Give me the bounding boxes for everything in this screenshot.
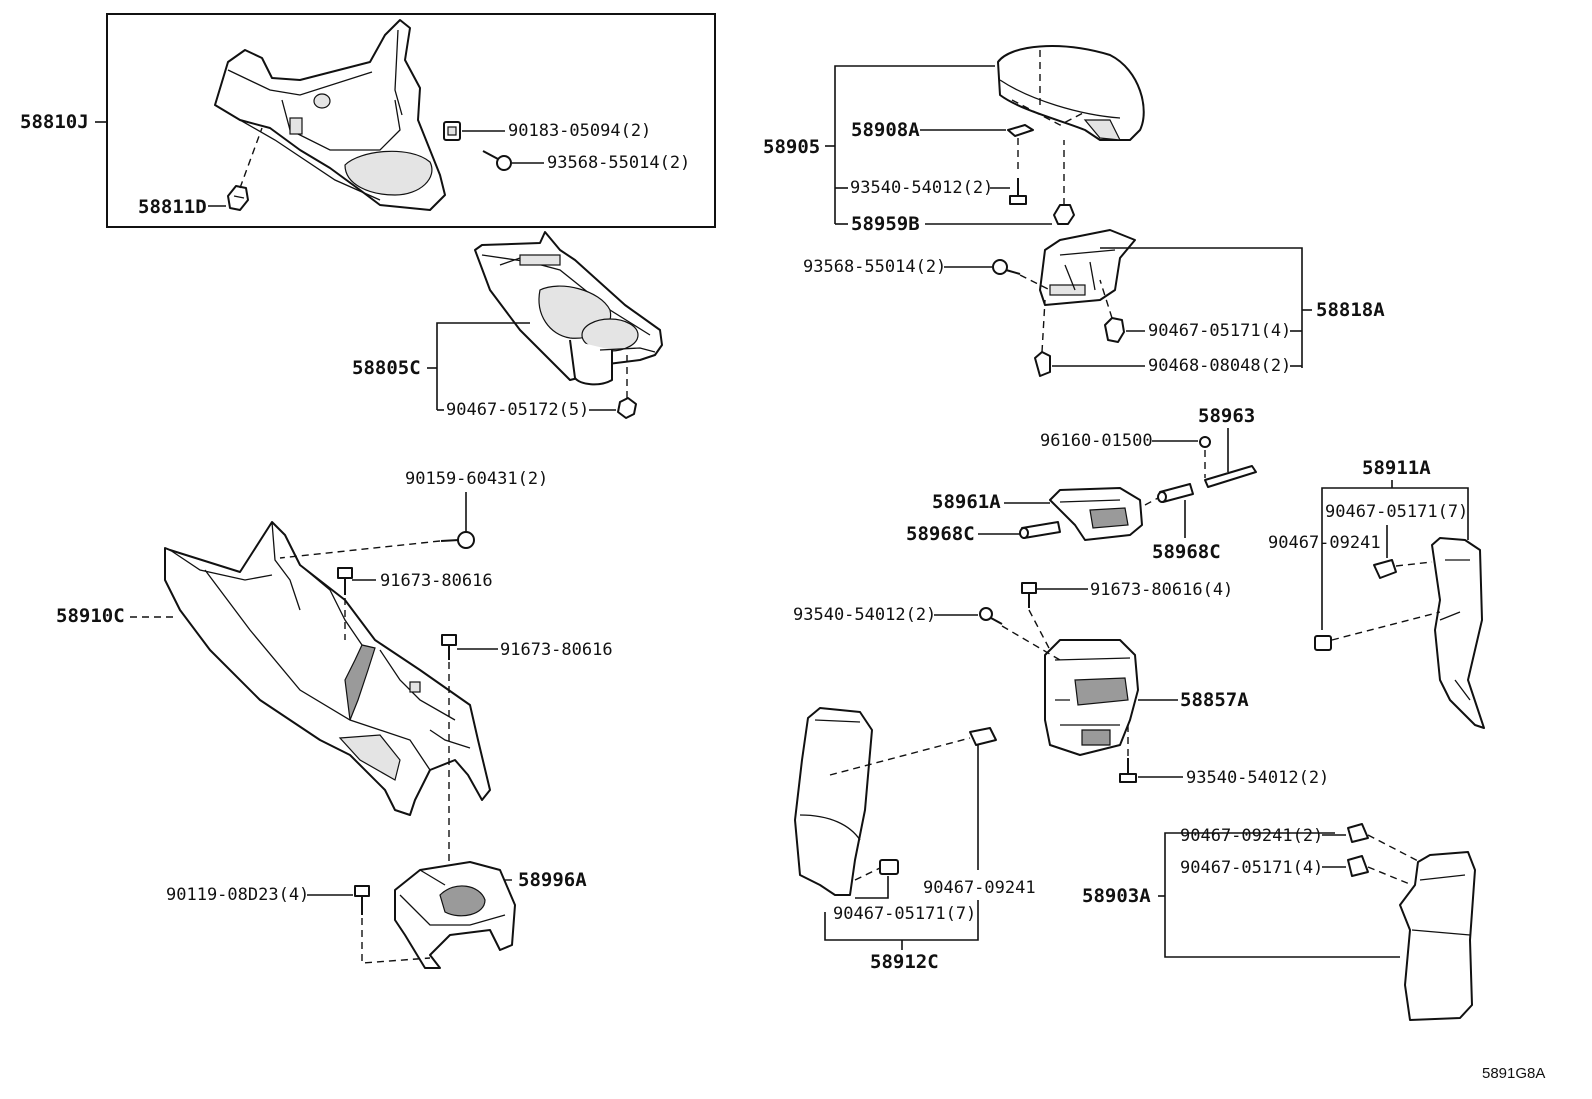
part-58811D-clip[interactable] xyxy=(227,185,249,211)
callout-93540-54012-mid[interactable]: 93540-54012(2) xyxy=(793,605,936,625)
callout-58903A[interactable]: 58903A xyxy=(1082,885,1151,907)
part-93540-54012-screw-mid[interactable] xyxy=(979,607,1003,625)
callout-58857A[interactable]: 58857A xyxy=(1180,689,1249,711)
callout-90467-05172[interactable]: 90467-05172(5) xyxy=(446,400,589,420)
callout-93568-55014-mid[interactable]: 93568-55014(2) xyxy=(803,257,946,277)
part-58905-armrest-lid[interactable] xyxy=(997,45,1145,141)
callout-90468-08048[interactable]: 90468-08048(2) xyxy=(1148,356,1291,376)
part-93540-54012-screw-low[interactable] xyxy=(1119,758,1137,783)
callout-58996A[interactable]: 58996A xyxy=(518,869,587,891)
callout-58910C[interactable]: 58910C xyxy=(56,605,125,627)
callout-90467-05171-4a[interactable]: 90467-05171(4) xyxy=(1148,321,1291,341)
part-58810J-upper-console-panel[interactable] xyxy=(214,19,446,211)
part-90119-08D23-bolt[interactable] xyxy=(354,885,370,915)
part-58959B-clip[interactable] xyxy=(1053,204,1075,225)
callout-58961A[interactable]: 58961A xyxy=(932,491,1001,513)
callout-91673-80616-a[interactable]: 91673-80616 xyxy=(380,571,493,591)
part-58996A-bracket[interactable] xyxy=(394,861,516,969)
part-58910C-lower-console[interactable] xyxy=(164,521,491,816)
part-58963-pin[interactable] xyxy=(1204,465,1257,488)
callout-58810J[interactable]: 58810J xyxy=(20,111,89,133)
callout-58908A[interactable]: 58908A xyxy=(851,119,920,141)
callout-58805C[interactable]: 58805C xyxy=(352,357,421,379)
part-93540-54012-screw-top[interactable] xyxy=(1009,178,1027,205)
part-90183-05094-clip[interactable] xyxy=(443,121,461,141)
group-box-58810J xyxy=(106,13,716,228)
callout-90467-05171-7b[interactable]: 90467-05171(7) xyxy=(833,904,976,924)
callout-90183-05094[interactable]: 90183-05094(2) xyxy=(508,121,651,141)
part-58805C-console-box[interactable] xyxy=(474,231,663,386)
callout-58911A[interactable]: 58911A xyxy=(1362,457,1431,479)
callout-58963[interactable]: 58963 xyxy=(1198,405,1255,427)
callout-90159-60431[interactable]: 90159-60431(2) xyxy=(405,469,548,489)
callout-93568-55014-top[interactable]: 93568-55014(2) xyxy=(547,153,690,173)
part-58968C-bushing-left[interactable] xyxy=(1019,521,1061,539)
callout-58912C[interactable]: 58912C xyxy=(870,951,939,973)
part-90467-09241-clip-c[interactable] xyxy=(1347,823,1369,843)
part-90467-09241-clip-b[interactable] xyxy=(969,727,997,746)
part-58818A-hinge-bracket[interactable] xyxy=(1039,229,1136,306)
part-90467-09241-clip-a[interactable] xyxy=(1314,635,1332,651)
part-58961A-hinge[interactable] xyxy=(1049,487,1143,541)
callout-58959B[interactable]: 58959B xyxy=(851,213,920,235)
callout-90467-09241-a[interactable]: 90467-09241 xyxy=(1268,533,1381,553)
callout-90467-05171-7a[interactable]: 90467-05171(7) xyxy=(1325,502,1468,522)
callout-91673-80616-b[interactable]: 91673-80616 xyxy=(500,640,613,660)
part-90467-05171-clip-a[interactable] xyxy=(1104,317,1125,343)
part-58908A-pad[interactable] xyxy=(1007,124,1034,137)
callout-58968C-left[interactable]: 58968C xyxy=(906,523,975,545)
callout-93540-54012-low[interactable]: 93540-54012(2) xyxy=(1186,768,1329,788)
callout-58818A[interactable]: 58818A xyxy=(1316,299,1385,321)
callout-90467-09241-b[interactable]: 90467-09241 xyxy=(923,878,1036,898)
callout-58905[interactable]: 58905 xyxy=(763,136,820,158)
part-58903A-side-panel[interactable] xyxy=(1399,851,1476,1021)
part-58857A-mechanism[interactable] xyxy=(1044,639,1139,756)
diagram-code: 5891G8A xyxy=(1482,1065,1545,1082)
part-91673-80616-bolt-b[interactable] xyxy=(441,634,457,660)
callout-93540-54012-top[interactable]: 93540-54012(2) xyxy=(850,178,993,198)
part-90467-05171-clip-c[interactable] xyxy=(879,859,899,875)
part-90467-05171-clip-b[interactable] xyxy=(1373,559,1397,579)
part-91673-80616-bolt-a[interactable] xyxy=(337,567,353,595)
part-58912C-cover[interactable] xyxy=(794,707,873,896)
part-90468-08048-clip[interactable] xyxy=(1034,351,1051,377)
callout-91673-80616-4[interactable]: 91673-80616(4) xyxy=(1090,580,1233,600)
part-91673-80616-bolt-4[interactable] xyxy=(1021,582,1037,608)
part-58911A-side-panel[interactable] xyxy=(1431,537,1485,729)
callout-96160-01500[interactable]: 96160-01500 xyxy=(1040,431,1153,451)
callout-58811D[interactable]: 58811D xyxy=(138,196,207,218)
part-93568-55014-screw-top[interactable] xyxy=(482,150,512,171)
part-90467-05172-clip[interactable] xyxy=(617,397,637,419)
part-96160-01500-ring[interactable] xyxy=(1199,436,1211,448)
callout-90119-08D23[interactable]: 90119-08D23(4) xyxy=(166,885,309,905)
part-90467-05171-clip-d[interactable] xyxy=(1347,855,1369,877)
callout-58968C-right[interactable]: 58968C xyxy=(1152,541,1221,563)
part-58968C-bushing-right[interactable] xyxy=(1157,483,1194,503)
callout-90467-09241-2[interactable]: 90467-09241(2) xyxy=(1180,826,1323,846)
callout-90467-05171-4b[interactable]: 90467-05171(4) xyxy=(1180,858,1323,878)
part-90159-60431-screw[interactable] xyxy=(440,531,475,549)
part-93568-55014-screw-mid[interactable] xyxy=(992,259,1021,275)
